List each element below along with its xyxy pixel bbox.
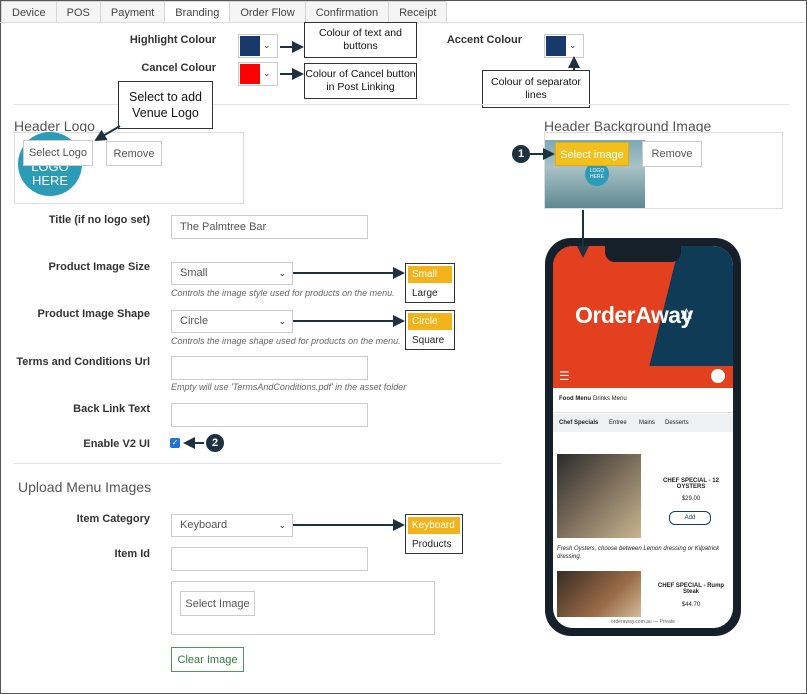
oysters-image (557, 454, 641, 538)
remove-logo-button[interactable]: Remove (106, 141, 162, 166)
tab-bar: Device POS Payment Branding Order Flow C… (1, 1, 448, 22)
enable-v2-label: Enable V2 UI (83, 438, 150, 450)
phone-preview: OrderAway ◭ ☰ Food Menu Drinks Menu Chef… (545, 238, 741, 636)
remove-background-button[interactable]: Remove (642, 141, 702, 167)
terms-label: Terms and Conditions Url (16, 356, 150, 368)
clear-image-button[interactable]: Clear Image (171, 647, 244, 672)
step-badge-2: 2 (206, 434, 224, 452)
option-large[interactable]: Large (412, 288, 438, 299)
phone-footer: orderaway.com.au — Private (553, 617, 733, 628)
select-logo-button[interactable]: Select Logo (23, 140, 93, 166)
phone-tab-food[interactable]: Food Menu (559, 396, 591, 402)
cloche-icon: ◭ (681, 304, 692, 320)
chevron-down-icon: ⌄ (569, 40, 577, 50)
product-size-label: Product Image Size (48, 261, 150, 273)
phone-subtab-mains[interactable]: Mains (639, 420, 656, 426)
divider (14, 463, 501, 464)
upload-heading: Upload Menu Images (18, 479, 152, 495)
account-icon[interactable] (711, 369, 725, 383)
tab-receipt[interactable]: Receipt (388, 1, 448, 22)
backlink-input[interactable] (171, 403, 368, 427)
highlight-colour-picker[interactable]: ⌄ (238, 34, 278, 58)
highlight-colour-label: Highlight Colour (129, 34, 216, 46)
item1-price: $29.00 (681, 496, 701, 502)
item-category-select[interactable]: Keyboard⌄ (171, 514, 293, 537)
callout-cancel: Colour of Cancel button in Post Linking (304, 63, 417, 99)
product-size-hint: Controls the image style used for produc… (171, 288, 395, 298)
phone-brand-name: OrderAway (575, 302, 693, 328)
cancel-colour-swatch (240, 64, 260, 84)
menu-image-panel (171, 581, 435, 635)
phone-screen: OrderAway ◭ ☰ Food Menu Drinks Menu Chef… (553, 246, 733, 628)
header-background-heading: Header Background Image (544, 118, 712, 134)
accent-colour-swatch (546, 36, 566, 56)
phone-subtab-specials[interactable]: Chef Specials (559, 420, 599, 426)
step-badge-1: 1 (512, 145, 530, 163)
product-size-options: Small Large (405, 263, 455, 303)
item-id-input[interactable] (171, 547, 368, 571)
enable-v2-checkbox[interactable]: ✓ (170, 438, 180, 448)
product-shape-select[interactable]: Circle⌄ (171, 310, 293, 333)
item-category-label: Item Category (76, 513, 150, 525)
phone-tab-drinks[interactable]: Drinks Menu (593, 396, 627, 402)
title-label: Title (if no logo set) (48, 214, 150, 226)
phone-subtab-entree[interactable]: Entree (609, 420, 627, 426)
callout-highlight: Colour of text and buttons (304, 22, 417, 58)
tab-confirmation[interactable]: Confirmation (304, 1, 390, 22)
accent-colour-picker[interactable]: ⌄ (544, 34, 584, 58)
option-circle[interactable]: Circle (408, 313, 452, 330)
backlink-label: Back Link Text (73, 403, 150, 415)
hamburger-icon[interactable]: ☰ (559, 369, 570, 383)
item-category-options: Keyboard Products (405, 514, 463, 554)
option-small[interactable]: Small (408, 266, 452, 283)
phone-subtab-desserts[interactable]: Desserts (665, 420, 689, 426)
item1-description: Fresh Oysters, choose between Lemon dres… (557, 546, 720, 560)
select-menu-image-button[interactable]: Select Image (180, 591, 255, 616)
select-background-image-button[interactable]: Select image (555, 142, 629, 166)
item1-title: CHEF SPECIAL - 12 OYSTERS (663, 478, 719, 490)
divider (14, 104, 789, 105)
steak-image (557, 571, 641, 621)
title-input[interactable]: The Palmtree Bar (171, 215, 368, 239)
phone-divider (553, 412, 733, 413)
phone-notch (605, 246, 681, 262)
item1-add-button[interactable]: Add (669, 511, 711, 525)
highlight-colour-swatch (240, 36, 260, 56)
cancel-colour-label: Cancel Colour (141, 62, 216, 74)
item2-price: $44.70 (681, 602, 701, 608)
callout-accent: Colour of separator lines (482, 70, 590, 108)
product-shape-hint: Controls the image shape used for produc… (171, 336, 401, 346)
product-size-select[interactable]: Small⌄ (171, 262, 293, 285)
product-shape-options: Circle Square (405, 310, 455, 350)
callout-logo: Select to add Venue Logo (118, 81, 213, 129)
option-products[interactable]: Products (412, 539, 452, 550)
tab-order-flow[interactable]: Order Flow (229, 1, 306, 22)
header-logo-heading: Header Logo (14, 118, 95, 134)
tab-device[interactable]: Device (1, 1, 57, 22)
cancel-colour-picker[interactable]: ⌄ (238, 62, 278, 86)
product-shape-label: Product Image Shape (37, 308, 150, 320)
tab-payment[interactable]: Payment (99, 1, 166, 22)
chevron-down-icon: ⌄ (263, 68, 271, 78)
option-square[interactable]: Square (412, 335, 445, 346)
tab-pos[interactable]: POS (55, 1, 101, 22)
item-id-label: Item Id (114, 548, 150, 560)
chevron-down-icon: ⌄ (263, 40, 271, 50)
phone-nav-bar: ☰ (553, 366, 733, 388)
phone-subtab-bar (553, 414, 733, 432)
chevron-down-icon: ⌄ (278, 268, 286, 278)
terms-hint: Empty will use 'TermsAndConditions.pdf' … (171, 382, 407, 392)
chevron-down-icon: ⌄ (278, 520, 286, 530)
terms-input[interactable] (171, 356, 368, 380)
phone-hero-banner: OrderAway ◭ (553, 246, 733, 366)
accent-colour-label: Accent Colour (446, 34, 522, 46)
option-keyboard[interactable]: Keyboard (408, 517, 460, 534)
item2-title: CHEF SPECIAL - Rump Steak (657, 583, 725, 595)
chevron-down-icon: ⌄ (278, 316, 286, 326)
